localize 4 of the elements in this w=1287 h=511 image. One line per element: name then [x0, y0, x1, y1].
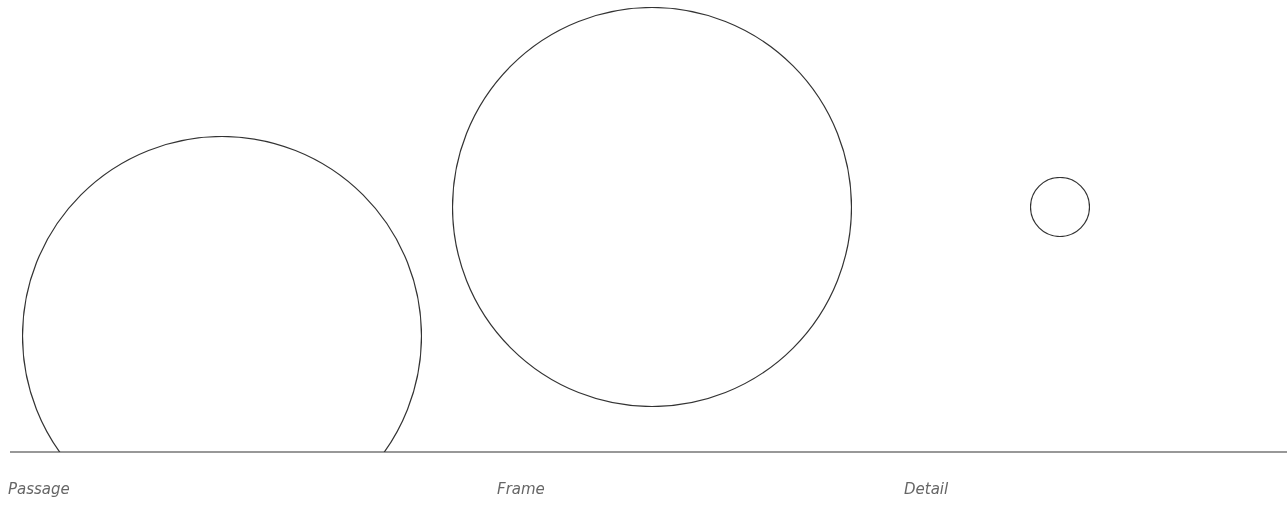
caption: Frame [497, 479, 545, 500]
caption: Passage [8, 479, 70, 500]
circle [452, 7, 852, 407]
caption: Detail [904, 479, 949, 500]
